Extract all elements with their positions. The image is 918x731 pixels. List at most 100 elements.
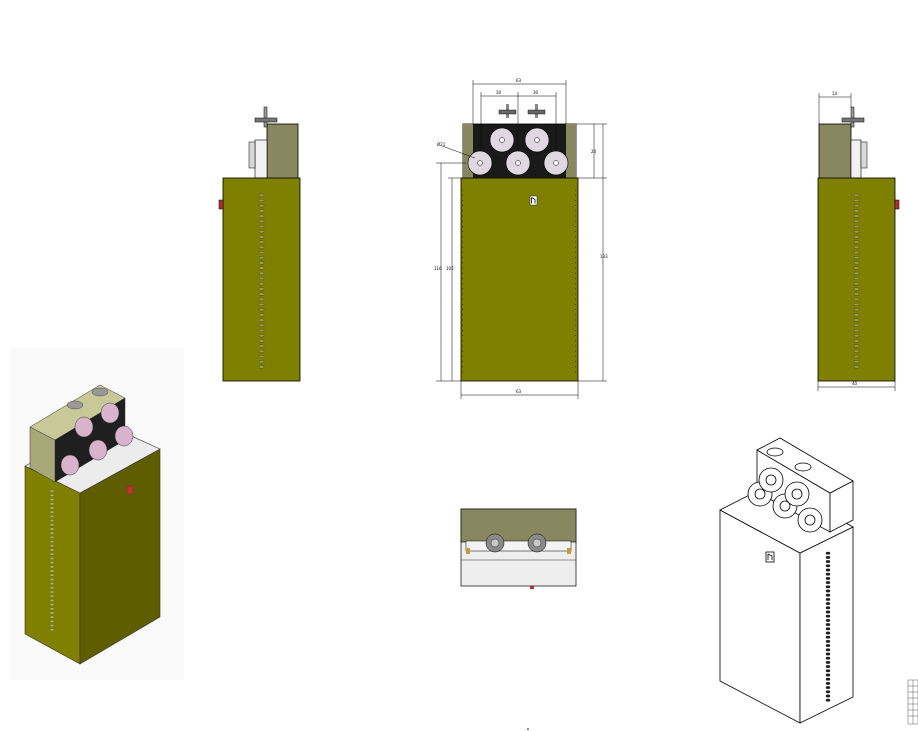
vent-slot bbox=[825, 564, 831, 568]
vent-slot bbox=[258, 287, 265, 291]
iso-right-roller-4-hub bbox=[791, 488, 803, 500]
vent-slot bbox=[49, 523, 55, 527]
vent-slot bbox=[825, 572, 831, 576]
vent-slot bbox=[853, 271, 860, 275]
front-logo-badge bbox=[529, 195, 538, 206]
vent-slot bbox=[825, 556, 831, 559]
front-cabinet-edge-ticks bbox=[462, 189, 576, 373]
vent-slot bbox=[49, 603, 55, 606]
vent-slot bbox=[258, 339, 265, 343]
vent-slot bbox=[258, 277, 265, 281]
vent-slot bbox=[853, 250, 860, 254]
left-side-adjust-knob bbox=[254, 117, 278, 123]
vent-slot bbox=[258, 271, 265, 275]
vent-slot bbox=[853, 277, 860, 281]
right-side-adjust-screw bbox=[850, 106, 855, 128]
iso-right-view bbox=[719, 437, 854, 724]
vent-slot bbox=[853, 198, 860, 202]
vent-slot bbox=[853, 214, 860, 218]
vent-slot bbox=[49, 565, 55, 569]
dim-roller-diameter: Ø21 bbox=[437, 142, 446, 147]
vent-slot bbox=[49, 624, 55, 627]
vent-slot bbox=[258, 235, 265, 239]
vent-slot bbox=[258, 261, 265, 265]
vent-slot bbox=[258, 318, 265, 322]
top-plan-plate bbox=[465, 540, 572, 552]
vent-slot bbox=[258, 209, 265, 213]
right-side-roller-edge bbox=[860, 141, 868, 169]
vent-slot bbox=[853, 240, 860, 244]
vent-slot bbox=[258, 230, 265, 234]
vent-slot bbox=[49, 599, 55, 602]
vent-slot bbox=[853, 256, 860, 260]
right-side-handle bbox=[894, 199, 900, 210]
vent-slot bbox=[825, 581, 831, 584]
vent-slot bbox=[825, 602, 831, 605]
iso-left-roller-3 bbox=[114, 425, 134, 447]
vent-slot bbox=[825, 698, 831, 702]
vent-slot bbox=[258, 240, 265, 244]
vent-slot bbox=[49, 531, 55, 535]
vent-slot bbox=[49, 494, 55, 497]
iso-left-logo-badge bbox=[126, 485, 134, 495]
front-roller-top-left bbox=[489, 127, 515, 153]
vent-slot bbox=[853, 219, 860, 223]
vent-slot bbox=[853, 318, 860, 322]
front-adjust-screw-left bbox=[498, 104, 517, 118]
vent-slot bbox=[853, 193, 860, 197]
iso-right-roller-5-hub bbox=[804, 514, 816, 526]
vent-slot bbox=[258, 266, 265, 270]
right-side-view: 14 40 bbox=[817, 91, 900, 391]
vent-slot bbox=[258, 250, 265, 254]
vent-slot bbox=[853, 261, 860, 265]
vent-slot bbox=[853, 349, 860, 353]
front-adjust-screw-right bbox=[527, 104, 546, 118]
vent-slot bbox=[825, 644, 831, 647]
vent-slot bbox=[258, 292, 265, 296]
vent-slot bbox=[825, 694, 831, 698]
vent-slot bbox=[825, 619, 831, 622]
iso-left-vent-slots bbox=[49, 489, 55, 632]
vent-slot bbox=[49, 519, 55, 522]
left-side-view bbox=[218, 106, 301, 382]
right-side-roller-plate bbox=[850, 139, 862, 179]
vent-slot bbox=[49, 502, 55, 506]
top-plan-head bbox=[460, 508, 577, 543]
vent-slot bbox=[258, 349, 265, 353]
iso-right-vent-slots bbox=[825, 551, 831, 702]
vent-slot bbox=[853, 245, 860, 249]
vent-slot bbox=[49, 586, 55, 590]
vent-slot bbox=[49, 628, 55, 632]
vent-slot bbox=[825, 568, 831, 572]
dim-right-top-offset: 14 bbox=[832, 91, 838, 96]
vent-slot bbox=[825, 627, 831, 631]
vent-slot bbox=[49, 544, 55, 548]
vent-slot bbox=[49, 615, 55, 619]
vent-slot bbox=[825, 669, 831, 673]
vent-slot bbox=[258, 344, 265, 348]
vent-slot bbox=[258, 214, 265, 218]
vent-slot bbox=[258, 297, 265, 301]
vent-slot bbox=[258, 245, 265, 249]
front-head-left-khaki bbox=[463, 124, 473, 178]
vent-slot bbox=[825, 677, 831, 681]
iso-right-logo-badge bbox=[765, 551, 775, 563]
left-side-head-block bbox=[266, 123, 299, 180]
vent-slot bbox=[853, 355, 860, 359]
iso-right-knob-2 bbox=[794, 462, 812, 472]
vent-slot bbox=[853, 266, 860, 270]
vent-slot bbox=[49, 515, 55, 518]
vent-slot bbox=[49, 573, 55, 577]
vent-slot bbox=[258, 204, 265, 208]
vent-slot bbox=[258, 329, 265, 333]
vent-slot bbox=[49, 489, 55, 493]
iso-right-knob-1 bbox=[766, 447, 784, 457]
vent-slot bbox=[49, 590, 55, 594]
vent-slot bbox=[49, 557, 55, 560]
vent-slot bbox=[49, 540, 55, 543]
dim-top-spacing-left: 30 bbox=[496, 90, 502, 95]
vent-slot bbox=[853, 323, 860, 327]
title-block bbox=[907, 679, 918, 725]
iso-left-roller-2 bbox=[88, 439, 108, 461]
top-plan-side-tab-right bbox=[567, 548, 571, 554]
